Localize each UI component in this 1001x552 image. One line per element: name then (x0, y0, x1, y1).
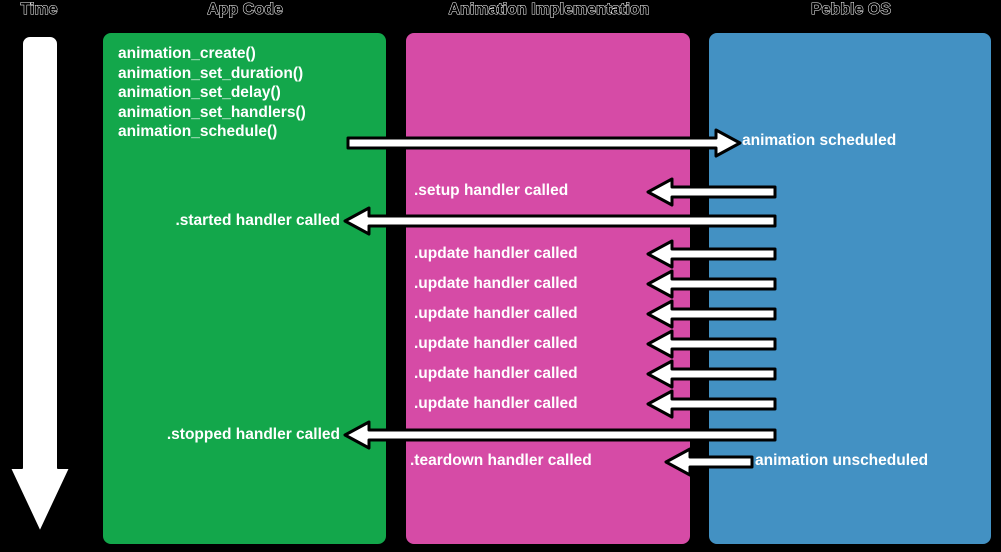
animation-update-handler-label-2: .update handler called (414, 275, 578, 292)
animation-update-handler-label-4: .update handler called (414, 335, 578, 352)
animation-update-handler-label-1: .update handler called (414, 245, 578, 262)
column-header-app-code: App Code (207, 1, 284, 19)
app-code-started-handler-label: .started handler called (175, 212, 340, 229)
column-header-time: Time (20, 1, 58, 19)
pebble-os-animation-unscheduled-label: animation unscheduled (755, 452, 929, 469)
animation-setup-handler-label: .setup handler called (414, 182, 569, 199)
app-code-stopped-handler-label: .stopped handler called (166, 426, 340, 443)
lane-app-code (100, 30, 389, 547)
animation-update-handler-label-3: .update handler called (414, 305, 578, 322)
animation-teardown-handler-label: .teardown handler called (410, 452, 592, 469)
animation-update-handler-label-6: .update handler called (414, 395, 578, 412)
app-code-api-calls: animation_create() animation_set_duratio… (118, 45, 306, 140)
column-header-pebble-os: Pebble OS (810, 1, 892, 19)
lane-animation-implementation (403, 30, 693, 547)
time-down-arrow-icon (9, 35, 71, 533)
animation-update-handler-label-5: .update handler called (414, 365, 578, 382)
column-header-animation-implementation: Animation Implementation (448, 1, 650, 19)
pebble-os-animation-scheduled-label: animation scheduled (742, 132, 897, 149)
